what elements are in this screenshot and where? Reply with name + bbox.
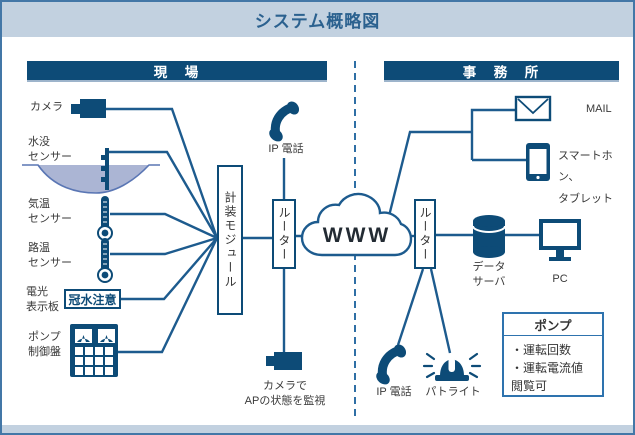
- pc-monitor-icon: [539, 219, 581, 261]
- patlite-label: パトライト: [425, 386, 481, 398]
- pump-panel-label: ポンプ 制御盤: [28, 331, 61, 359]
- office-router-box: ルーター: [414, 199, 436, 269]
- flood-sensor-icon: [101, 148, 109, 190]
- router2-patlite-line: [429, 268, 452, 354]
- field-router-box: ルーター: [272, 199, 296, 269]
- thermometer-icon-air: [97, 196, 113, 241]
- ip-phone-icon-field: [269, 101, 300, 142]
- water-surface: [22, 164, 160, 194]
- smart-device-label: スマートホン、 タブレット: [558, 150, 613, 205]
- mail-envelope-icon: [514, 95, 552, 122]
- instrumentation-module-box: 計装モジュール: [217, 165, 243, 315]
- pump-info-item-viewable: 閲覧可: [511, 379, 548, 393]
- display-board-label: 電光 表示板: [26, 286, 59, 314]
- instrumentation-module-label: 計装モジュール: [223, 191, 237, 289]
- pump-panel-icon: [70, 324, 118, 377]
- air-temp-label: 気温 センサー: [28, 198, 72, 226]
- camera-icon: [71, 99, 106, 118]
- office-ip-phone-label: IP 電話: [376, 386, 412, 398]
- pump-info-box: ポンプ ・運転回数 ・運転電流値 閲覧可: [502, 312, 604, 397]
- display-board-line: [121, 237, 218, 301]
- mail-branch-line: [470, 108, 515, 160]
- camera-label: カメラ: [30, 101, 63, 113]
- pump-info-item-run-count: ・運転回数: [511, 343, 572, 357]
- router2-phone-line: [396, 268, 425, 346]
- flood-sensor-line: [109, 150, 219, 239]
- office-router-label: ルーター: [418, 206, 432, 262]
- page-title: システム概略図: [2, 2, 633, 37]
- footer-strip: [2, 425, 633, 433]
- field-section-header: 現 場: [27, 61, 327, 82]
- camera-line: [106, 107, 219, 239]
- mail-label: MAIL: [586, 103, 612, 115]
- smartphone-icon: [526, 143, 550, 181]
- database-icon: [472, 215, 506, 258]
- pump-info-item-current: ・運転電流値: [511, 361, 584, 375]
- ip-phone-icon-office: [376, 344, 407, 385]
- road-temp-line: [110, 236, 218, 256]
- ap-camera-icon: [266, 352, 302, 370]
- flood-sensor-label: 水没 センサー: [28, 136, 72, 164]
- www-office-line: [386, 130, 472, 221]
- air-temp-line: [110, 212, 218, 240]
- field-router-label: ルーター: [277, 206, 291, 262]
- pump-panel-line: [118, 237, 219, 354]
- thermometer-icon-road: [97, 238, 113, 283]
- field-ip-phone-label: IP 電話: [268, 143, 304, 155]
- patlite-icon: [422, 352, 482, 381]
- pump-info-title: ポンプ: [504, 314, 602, 336]
- pc-label: PC: [552, 273, 568, 285]
- data-server-label: データ サーバ: [472, 261, 506, 289]
- www-label: WWW: [322, 224, 392, 247]
- ap-camera-label: カメラで APの状態を監視: [244, 380, 326, 408]
- www-cloud: [300, 192, 413, 257]
- flood-warning-sign: 冠水注意: [64, 289, 121, 309]
- office-section-header: 事 務 所: [384, 61, 619, 82]
- road-temp-label: 路温 センサー: [28, 242, 72, 270]
- connection-lines: [106, 107, 539, 354]
